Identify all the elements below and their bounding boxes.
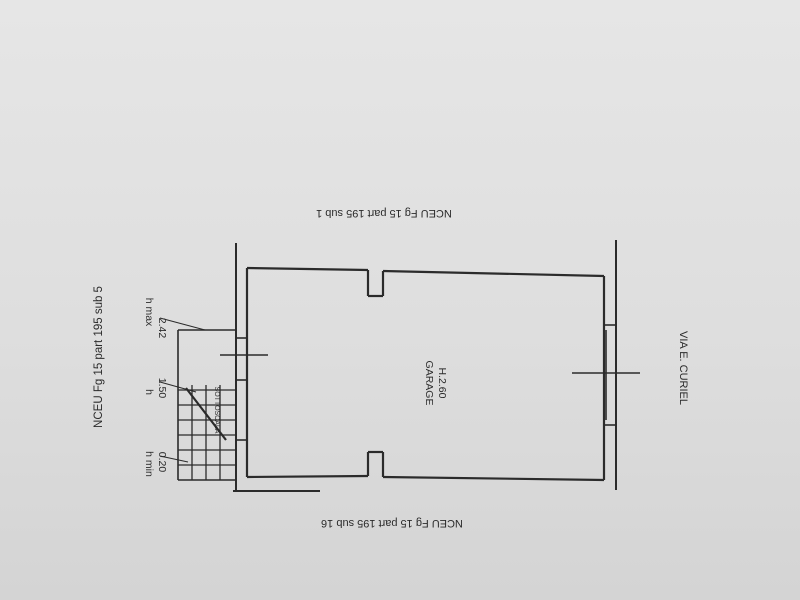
h-min-value: 0.20 <box>156 452 168 473</box>
h-max-label: h max <box>143 298 155 327</box>
h-min-label: h min <box>143 451 155 477</box>
height-leaders <box>159 317 206 463</box>
room-height-label: H.2.60 <box>436 368 448 399</box>
room-name-label: GARAGE <box>423 361 435 406</box>
neighbor-label-left: NCEU Fg 15 part 195 sub 5 <box>93 286 105 428</box>
h-label: h <box>143 389 155 395</box>
h-max-value: 2.42 <box>156 318 168 339</box>
street-label: VIA E. CURIEL <box>677 331 689 405</box>
h-value: 1.50 <box>156 378 168 399</box>
garage-walls <box>245 266 606 482</box>
stair-treads <box>178 385 236 480</box>
garage-door <box>572 324 640 426</box>
stair-label: SOTTOSCALA <box>213 387 220 434</box>
neighbor-label-bottom: NCEU Fg 15 part 195 sub 16 <box>321 517 463 529</box>
neighbor-label-top: NCEU Fg 15 part 195 sub 1 <box>316 207 452 219</box>
